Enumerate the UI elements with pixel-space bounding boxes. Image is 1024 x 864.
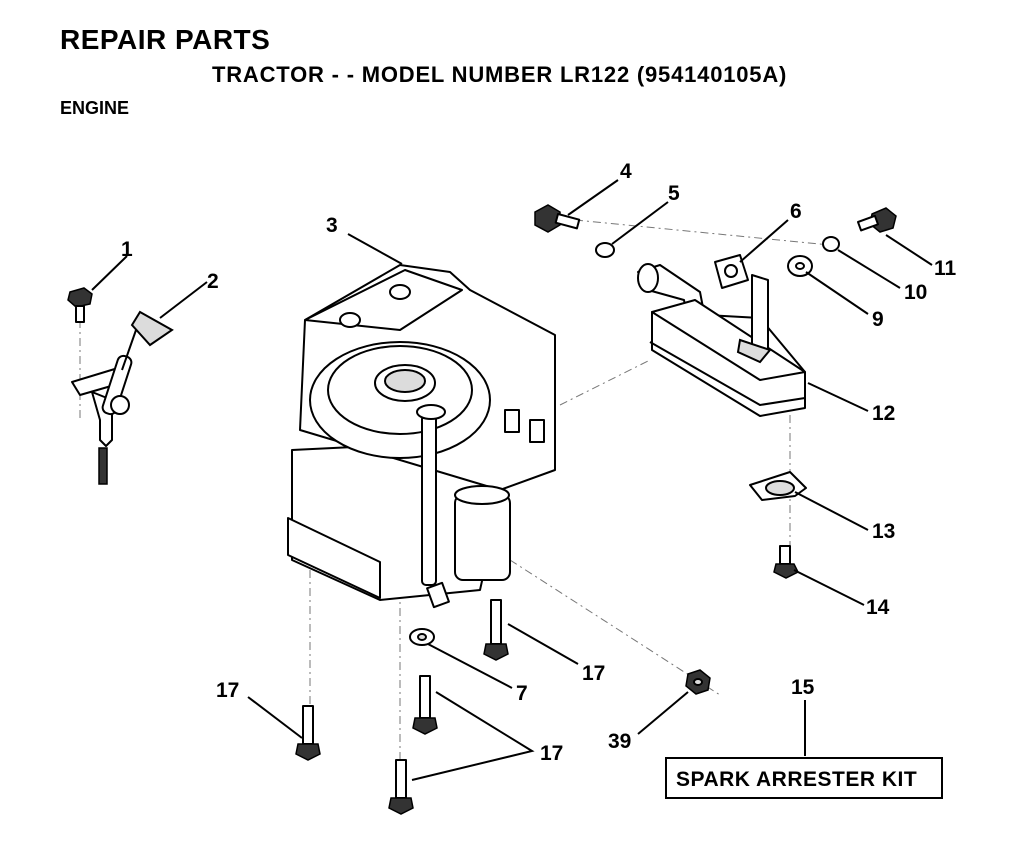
alignment-lines: [79, 219, 831, 760]
part-11-bolt: [857, 207, 897, 233]
part-17-bolts: [295, 599, 509, 815]
spark-arrester-kit-box: SPARK ARRESTER KIT: [665, 757, 943, 799]
part-1-bolt: [67, 287, 93, 323]
part-2-throttle-control: [71, 310, 174, 485]
callout-17-c: 17: [540, 742, 563, 765]
callout-17-b: 17: [216, 679, 239, 702]
page-title: REPAIR PARTS: [60, 24, 271, 55]
callout-10: 10: [904, 281, 927, 304]
callout-numbers: 1 2 3 4 5 6 11 10 9 12 13 14 17 7 17 17 …: [121, 160, 957, 765]
part-4-bolt: [534, 204, 581, 233]
section-label: ENGINE: [60, 98, 130, 118]
callout-7: 7: [516, 682, 528, 705]
part-13-spark-arrester-screen: [749, 471, 807, 501]
callout-39: 39: [608, 730, 631, 753]
model-subtitle: TRACTOR - - MODEL NUMBER LR122 (95414010…: [212, 62, 788, 87]
part-9-washer: [787, 255, 813, 277]
part-3-engine: [287, 264, 556, 609]
part-39-nut: [685, 669, 711, 695]
callout-9: 9: [872, 308, 884, 331]
part-10-lock-washer: [822, 236, 840, 252]
part-12-muffler: [649, 274, 806, 417]
part-14-bolt: [773, 545, 800, 579]
kit-box-label: SPARK ARRESTER KIT: [676, 768, 917, 791]
callout-12: 12: [872, 402, 895, 425]
callout-11: 11: [934, 257, 957, 280]
leader-lines: [91, 179, 933, 781]
part-7-star-washer: [409, 628, 435, 646]
part-5-washer: [595, 242, 615, 258]
callout-3: 3: [326, 214, 338, 237]
callout-6: 6: [790, 200, 802, 223]
callout-5: 5: [668, 182, 680, 205]
callout-1: 1: [121, 238, 133, 261]
callout-14: 14: [866, 596, 890, 619]
callout-4: 4: [620, 160, 632, 183]
callout-13: 13: [872, 520, 895, 543]
callout-2: 2: [207, 270, 219, 293]
callout-15: 15: [791, 676, 815, 699]
part-6-gasket: [714, 254, 749, 289]
callout-17-a: 17: [582, 662, 605, 685]
